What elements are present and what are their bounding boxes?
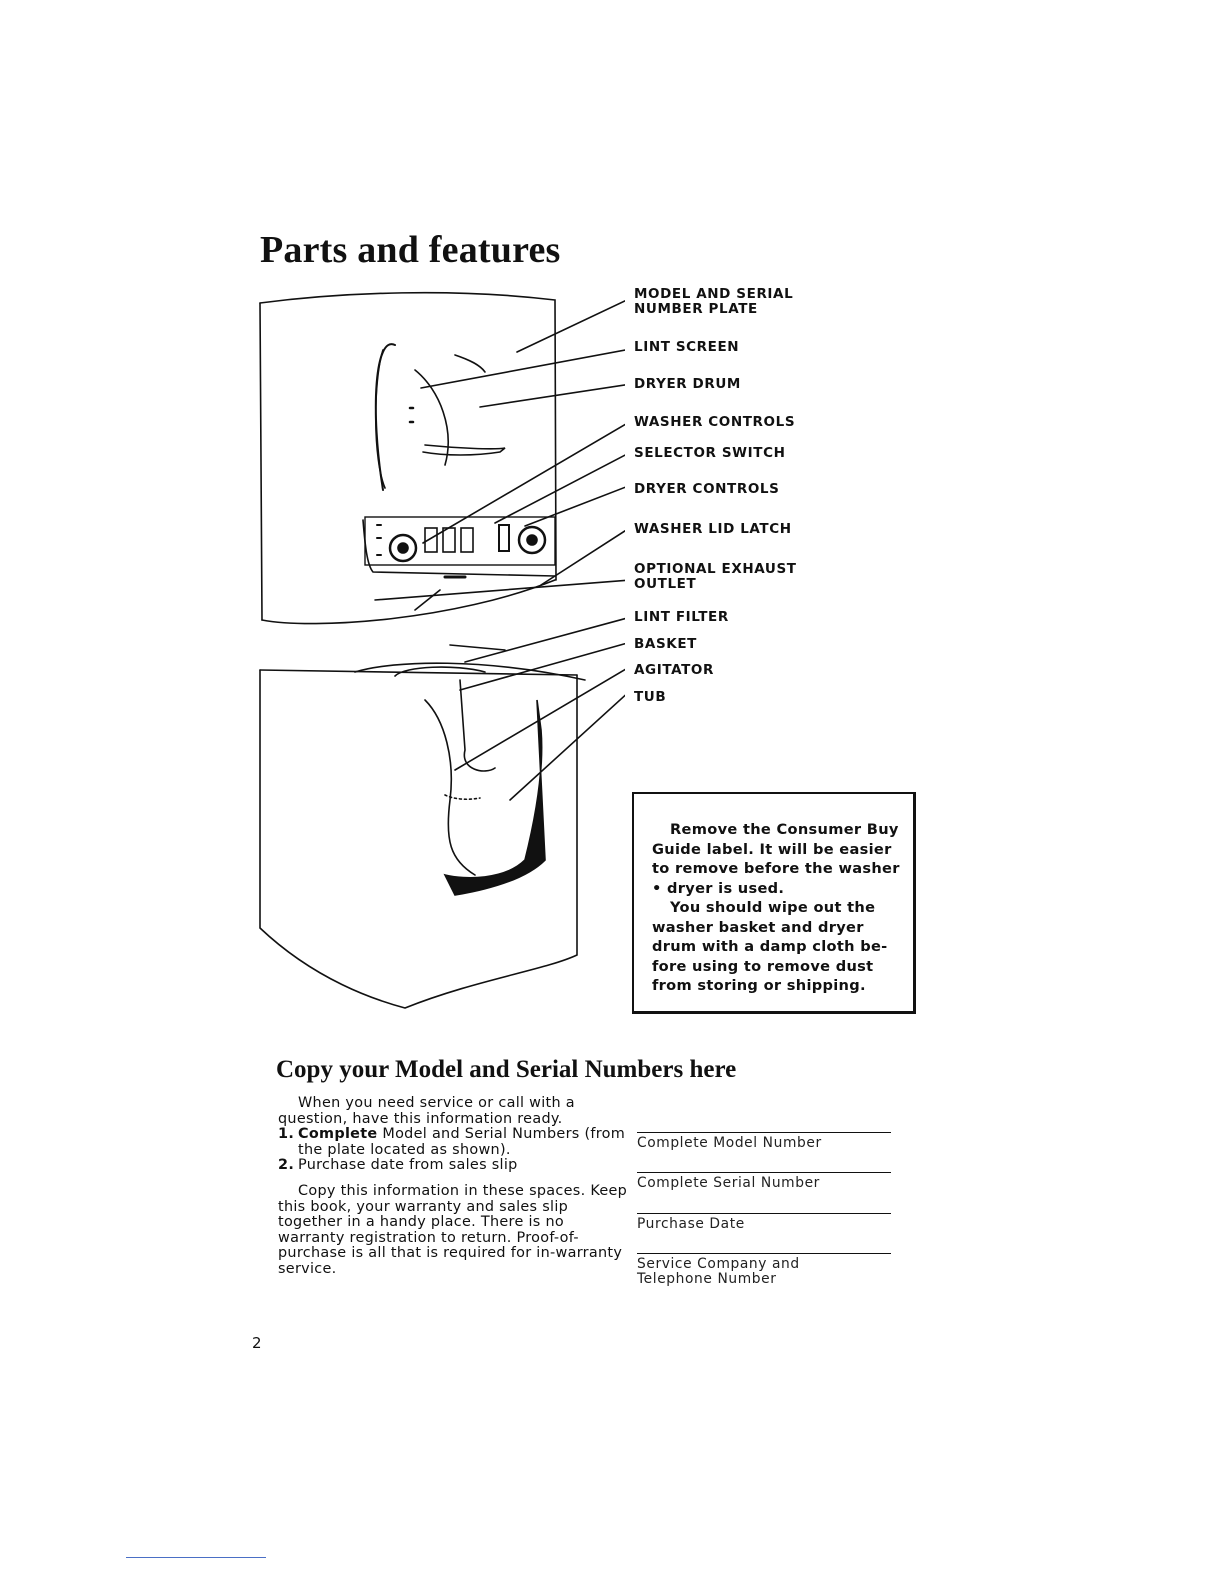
washer-dryer-illustration xyxy=(259,291,625,1009)
cabinet-lower-edge xyxy=(261,579,556,625)
callout-tub: TUB xyxy=(634,689,667,705)
list-item: 1.Complete Model and Serial Numbers (fro… xyxy=(278,1126,626,1158)
notice-paragraph-2: You should wipe out the washer basket an… xyxy=(652,899,888,994)
dryer-dial xyxy=(517,525,547,555)
washer-agitator xyxy=(459,679,496,772)
callout-model-serial-plate: MODEL AND SERIAL NUMBER PLATE xyxy=(634,286,794,317)
list-item: 2.Purchase date from sales slip xyxy=(278,1157,518,1174)
callout-dryer-controls: DRYER CONTROLS xyxy=(634,481,780,497)
callout-agitator: AGITATOR xyxy=(634,662,714,678)
selector-switch xyxy=(498,524,510,552)
field-serial-number[interactable]: Complete Serial Number xyxy=(637,1172,891,1191)
washer-dial xyxy=(388,533,418,563)
field-service-company[interactable]: Service Company and Telephone Number xyxy=(637,1253,891,1287)
consumer-buy-guide-notice: Remove the Consumer Buy Guide label. It … xyxy=(632,792,916,1014)
field-purchase-date[interactable]: Purchase Date xyxy=(637,1213,891,1232)
callout-dryer-drum: DRYER DRUM xyxy=(634,376,741,392)
copy-instructions: When you need service or call with a que… xyxy=(278,1095,628,1278)
washer-lid xyxy=(354,662,586,681)
instructions-intro: When you need service or call with a que… xyxy=(278,1095,575,1127)
copy-numbers-heading: Copy your Model and Serial Numbers here xyxy=(276,1056,737,1083)
washer-tub xyxy=(443,699,546,896)
instructions-closing: Copy this information in these spaces. K… xyxy=(278,1182,628,1277)
page-number: 2 xyxy=(252,1334,262,1352)
page-title: Parts and features xyxy=(260,229,561,271)
callout-optional-exhaust-outlet: OPTIONAL EXHAUST OUTLET xyxy=(634,561,797,592)
callout-washer-lid-latch: WASHER LID LATCH xyxy=(634,521,792,537)
field-model-number[interactable]: Complete Model Number xyxy=(637,1132,891,1151)
footer-rule xyxy=(126,1557,266,1558)
callout-basket: BASKET xyxy=(634,636,697,652)
callout-selector-switch: SELECTOR SWITCH xyxy=(634,445,786,461)
cabinet-outline xyxy=(259,291,557,581)
washer-basket xyxy=(424,699,476,876)
callout-lint-filter: LINT FILTER xyxy=(634,609,729,625)
dryer-drum-shelf xyxy=(422,444,506,456)
notice-paragraph-1: Remove the Consumer Buy Guide label. It … xyxy=(652,821,900,897)
callout-lint-screen: LINT SCREEN xyxy=(634,339,740,355)
callout-washer-controls: WASHER CONTROLS xyxy=(634,414,796,430)
instructions-list: 1.Complete Model and Serial Numbers (fro… xyxy=(278,1126,628,1174)
